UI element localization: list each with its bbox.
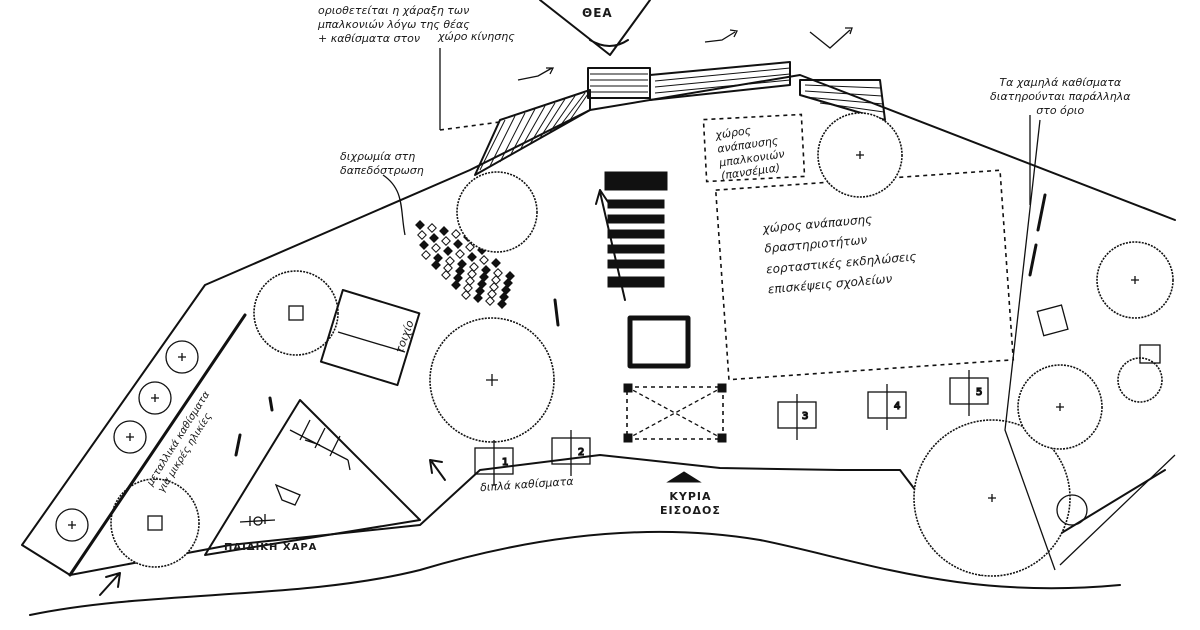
label-color-paving: διχρωμία στη δαπεδόστρωση xyxy=(340,150,424,177)
paving-tile xyxy=(489,282,499,292)
paving-tile xyxy=(465,242,475,252)
label-rest-area: χώρος ανάπαυσης δραστηριοτήτων εορταστικ… xyxy=(761,212,917,297)
entrance-arrows xyxy=(99,459,702,596)
paving-tile xyxy=(481,265,491,275)
label-theatre: ΘΕΑ xyxy=(582,6,613,20)
paving-tile xyxy=(429,233,439,243)
bench-number-4: 4 xyxy=(894,401,900,412)
paving-tile xyxy=(501,285,511,295)
paving-pattern xyxy=(415,220,515,309)
paving-tile xyxy=(469,262,479,272)
paving-tile xyxy=(443,263,453,273)
paving-tile xyxy=(415,220,425,230)
paving-tile xyxy=(477,279,487,289)
paving-tile xyxy=(441,236,451,246)
paving-tile xyxy=(497,299,507,309)
paving-tile xyxy=(431,243,441,253)
paving-tile xyxy=(473,293,483,303)
paving-tile xyxy=(451,229,461,239)
note-map-2: χώρο κίνησης xyxy=(438,30,515,43)
paving-tile xyxy=(499,292,509,302)
paving-tile xyxy=(479,255,489,265)
paving-tile xyxy=(461,290,471,300)
paving-tile xyxy=(417,230,427,240)
paving-tile xyxy=(485,296,495,306)
rest-area-box xyxy=(714,169,1015,381)
playground-equipment xyxy=(239,419,351,526)
paving-tile xyxy=(465,276,475,286)
note-map: οριοθετείται η χάραξη των μπαλκονιών λόγ… xyxy=(318,4,470,45)
paving-tile xyxy=(475,286,485,296)
bench-number-1: 1 xyxy=(502,457,508,468)
paving-tile xyxy=(479,272,489,282)
paving-tile xyxy=(421,250,431,260)
paving-tile xyxy=(503,278,513,288)
paving-tile xyxy=(427,223,437,233)
view-cone xyxy=(539,0,651,56)
view-arrows xyxy=(517,27,853,81)
terraced-seating xyxy=(474,61,886,176)
paving-tile xyxy=(493,268,503,278)
double-benches: 1 2 3 4 5 xyxy=(474,370,989,486)
paving-tile xyxy=(439,226,449,236)
paving-tile xyxy=(491,275,501,285)
label-main-entrance: ΚΥΡΙΑ ΕΙΣΟΔΟΣ xyxy=(660,490,721,517)
paving-tile xyxy=(457,259,467,269)
paving-tile xyxy=(467,252,477,262)
paving-tile xyxy=(487,289,497,299)
bench-number-5: 5 xyxy=(976,387,982,398)
paving-tile xyxy=(453,273,463,283)
label-rest-balcony: χώρος ανάπαυσης μπαλκονιών (πανσέμια) xyxy=(714,123,786,183)
paving-tile xyxy=(443,246,453,256)
paving-tile xyxy=(441,270,451,280)
paving-tile xyxy=(445,256,455,266)
label-playground: ΠΑΙΔΙΚΗ ΧΑΡΑ xyxy=(224,542,318,553)
paving-tile xyxy=(453,239,463,249)
paving-tile xyxy=(455,249,465,259)
paving-tile xyxy=(433,253,443,263)
paving-tile xyxy=(431,260,441,270)
paving-tile xyxy=(419,240,429,250)
paving-tile xyxy=(505,271,515,281)
paving-tile xyxy=(463,283,473,293)
rest-balcony-box xyxy=(702,113,806,183)
central-stairs xyxy=(595,171,727,443)
paving-tile xyxy=(451,280,461,290)
trees xyxy=(55,112,1174,577)
bench-number-3: 3 xyxy=(802,411,808,422)
note-existing-benches: Τα χαμηλά καθίσματα διατηρούνται παράλλη… xyxy=(990,76,1131,117)
bench-number-2: 2 xyxy=(578,447,584,458)
paving-tile xyxy=(455,266,465,276)
paving-tile xyxy=(467,269,477,279)
paving-tile xyxy=(491,258,501,268)
